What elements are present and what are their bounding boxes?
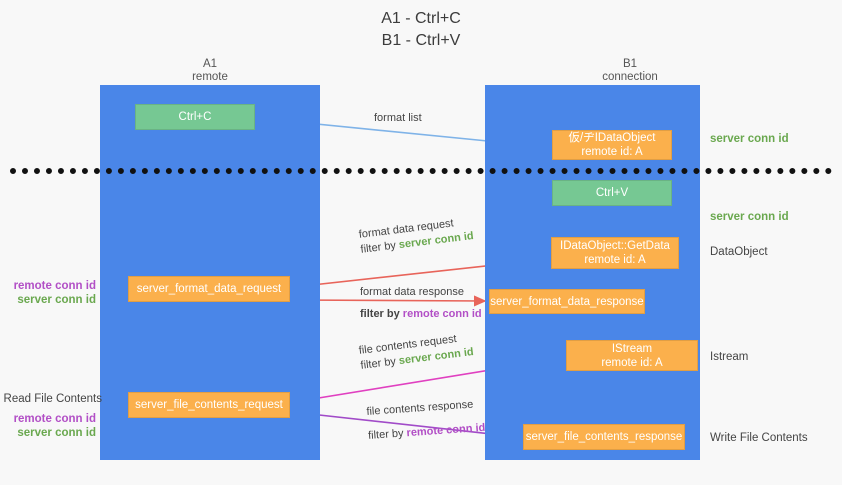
- label-remote-conn-id-2: remote conn id: [13, 413, 96, 425]
- arrow-file-contents-response: [291, 411, 521, 442]
- node-ctrl-v-label: Ctrl+V: [595, 187, 629, 199]
- node-istream[interactable]: IStream remote id: A: [566, 340, 698, 371]
- label-server-conn-id-left-1: server conn id: [17, 294, 96, 306]
- node-idataobject-line2: remote id: A: [581, 146, 643, 158]
- node-server-format-data-response[interactable]: server_format_data_response: [489, 289, 645, 314]
- annotation-format-data-response-title: format data response: [360, 286, 464, 298]
- node-ctrl-v[interactable]: Ctrl+V: [552, 180, 672, 206]
- node-server-format-data-request[interactable]: server_format_data_request: [128, 276, 290, 302]
- node-server-format-data-request-label: server_format_data_request: [136, 283, 282, 295]
- label-server-conn-id-mid: server conn id: [710, 211, 789, 223]
- node-server-file-contents-request-label: server_file_contents_request: [135, 399, 283, 411]
- label-server-conn-id-left-2: server conn id: [17, 427, 96, 439]
- label-conn-ids-file: remote conn id server conn id: [0, 412, 96, 440]
- node-server-file-contents-response-label: server_file_contents_response: [525, 431, 683, 443]
- node-idataobject-getdata[interactable]: IDataObject::GetData remote id: A: [551, 237, 679, 269]
- column-header-a1: A1 remote: [130, 58, 290, 84]
- phase-divider: [10, 168, 832, 174]
- annotation-format-data-response: format data response filter by remote co…: [360, 285, 482, 322]
- filter-prefix-4: filter by: [367, 427, 408, 442]
- node-ctrl-c-label: Ctrl+C: [178, 111, 212, 123]
- node-server-file-contents-request[interactable]: server_file_contents_request: [128, 392, 290, 418]
- label-istream: Istream: [710, 351, 749, 363]
- node-server-format-data-response-label: server_format_data_response: [490, 295, 644, 308]
- annotation-format-data-response-filter: filter by remote conn id: [360, 307, 482, 322]
- node-server-file-contents-response[interactable]: server_file_contents_response: [523, 424, 685, 450]
- page-title: A1 - Ctrl+C B1 - Ctrl+V: [381, 10, 461, 49]
- column-header-b1-name: B1: [622, 58, 638, 70]
- label-server-conn-id-top: server conn id: [710, 133, 789, 145]
- label-remote-conn-id-1: remote conn id: [13, 280, 96, 292]
- node-idataobject-line1: 仮/ヂIDataObject: [568, 132, 656, 144]
- label-conn-ids-format: remote conn id server conn id: [0, 279, 96, 307]
- annotation-file-contents-response: file contents response filter by remote …: [366, 397, 486, 444]
- label-dataobject: DataObject: [710, 246, 768, 258]
- filter-prefix-2: filter by: [360, 308, 403, 320]
- column-header-b1-sub: connection: [602, 71, 658, 83]
- filter-prefix-3: filter by: [359, 355, 400, 372]
- label-read-file-contents: Read File Contents: [3, 393, 102, 405]
- node-idataobject[interactable]: 仮/ヂIDataObject remote id: A: [552, 130, 672, 160]
- node-istream-line2: remote id: A: [601, 356, 663, 369]
- arrow-format-data-response: [291, 295, 487, 307]
- column-header-a1-name: A1: [202, 58, 218, 70]
- filter-prefix-1: filter by: [359, 239, 400, 256]
- node-getdata-line2: remote id: A: [584, 254, 646, 266]
- label-write-file-contents: Write File Contents: [710, 432, 808, 444]
- node-ctrl-c[interactable]: Ctrl+C: [135, 104, 255, 130]
- column-header-a1-sub: remote: [192, 71, 228, 83]
- annotation-format-list: format list: [374, 112, 422, 124]
- node-getdata-line1: IDataObject::GetData: [560, 240, 670, 252]
- node-istream-line1: IStream: [611, 342, 653, 355]
- column-header-b1: B1 connection: [550, 58, 710, 84]
- filter-key-remote-conn-id-1: remote conn id: [402, 308, 482, 320]
